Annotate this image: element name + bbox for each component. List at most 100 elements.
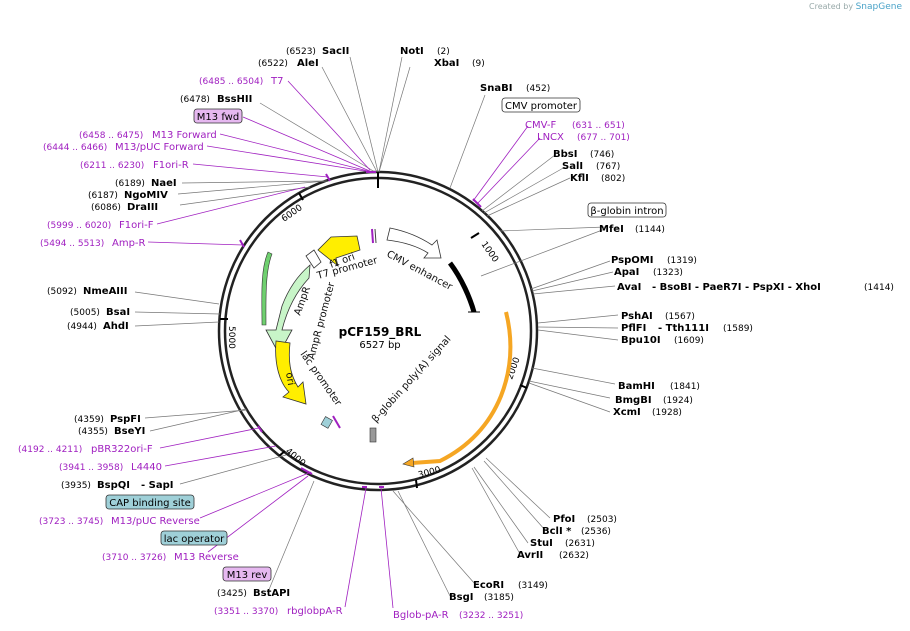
enzyme-pshai[interactable]: PshAI (1567) — [621, 311, 695, 322]
enzyme-naei[interactable]: (6189) NaeI — [115, 178, 177, 189]
enzyme-stui[interactable]: StuI (2631) — [530, 538, 595, 549]
cmv-enhancer-arrow[interactable] — [386, 227, 442, 259]
enzyme-name: PshAI — [621, 311, 653, 322]
tick-1000: 1000 — [479, 240, 500, 265]
enzyme-sali[interactable]: SalI (767) — [562, 161, 620, 172]
snapgene-credit: Created by SnapGene — [809, 2, 902, 12]
primer-cmv-f[interactable]: CMV-F (631 .. 651) — [525, 120, 625, 131]
primer-name: rbglobpA-R — [287, 606, 343, 617]
enzyme-bstapi[interactable]: (3425) BstAPI — [217, 588, 290, 599]
snapgene-logo-text: SnapGene — [855, 2, 902, 12]
enzyme-name: PflFI — [621, 323, 646, 334]
primer-pos: (677 .. 701) — [577, 133, 630, 143]
enzyme-bcli[interactable]: BclI * (2536) — [542, 526, 611, 537]
primer-bglob-pa-r[interactable]: Bglob-pA-R (3232 .. 3251) — [393, 610, 523, 621]
enzyme-pos: (2631) — [565, 539, 595, 549]
enzyme-pos: (1319) — [667, 256, 697, 266]
primer-name: M13 Forward — [152, 130, 217, 141]
cmv-promoter-bar[interactable] — [447, 261, 477, 313]
box-lac-operator[interactable]: lac operator — [160, 530, 228, 546]
primer-pos: (631 .. 651) — [572, 121, 625, 131]
enzyme-pos: (2503) — [587, 515, 617, 525]
enzyme-bsshii[interactable]: (6478) BssHII — [180, 94, 252, 105]
enzyme-pos: (6522) — [258, 59, 288, 69]
enzyme-bsgi[interactable]: BsgI (3185) — [449, 592, 514, 603]
enzyme-name: SacII — [322, 46, 349, 57]
enzyme-avrii[interactable]: AvrII (2632) — [517, 550, 589, 561]
enzyme-bsai[interactable]: (5005) BsaI — [70, 307, 130, 318]
enzyme-bseyi[interactable]: (4355) BseYI — [78, 426, 145, 437]
box-bglobin-intron[interactable]: β-globin intron — [587, 202, 667, 218]
enzyme-snabi[interactable]: SnaBI (452) — [480, 83, 550, 94]
enzyme-draiii[interactable]: (6086) DraIII — [91, 202, 158, 213]
enzyme-name: KflI — [570, 173, 589, 184]
enzyme-nmeaiii[interactable]: (5092) NmeAIII — [47, 286, 127, 297]
t7-promoter-arrow[interactable] — [305, 249, 322, 269]
primer-amp-r[interactable]: (5494 .. 5513) Amp-R — [40, 238, 146, 249]
enzyme-pos: (2632) — [559, 551, 589, 561]
box-cap-binding-site[interactable]: CAP binding site — [105, 494, 195, 510]
enzyme-name: NmeAIII — [83, 286, 127, 297]
primer-l4440[interactable]: (3941 .. 3958) L4440 — [59, 462, 162, 473]
enzyme-pos: (2536) — [581, 527, 611, 537]
enzyme-pos: (3935) — [61, 481, 91, 491]
primer-t7[interactable]: (6485 .. 6504) T7 — [199, 76, 283, 87]
primer-m13-puc-forward[interactable]: (6444 .. 6466) M13/pUC Forward — [43, 142, 204, 153]
ori-arrow[interactable] — [275, 340, 307, 405]
primer-f1ori-f[interactable]: (5999 .. 6020) F1ori-F — [47, 220, 154, 231]
enzyme-pflfi[interactable]: PflFI - Tth111I (1589) — [621, 323, 753, 334]
enzyme-bamhi[interactable]: BamHI (1841) — [618, 381, 700, 392]
enzyme-sacii[interactable]: (6523) SacII — [286, 46, 349, 57]
enzyme-bbsi[interactable]: BbsI (746) — [553, 149, 614, 160]
enzyme-pspomi[interactable]: PspOMI (1319) — [611, 255, 697, 266]
enzyme-pfoi[interactable]: PfoI (2503) — [553, 514, 617, 525]
enzyme-name: SalI — [562, 161, 583, 172]
enzyme-name: AleI — [297, 58, 319, 69]
enzyme-name: StuI — [530, 538, 553, 549]
enzyme-bspqi[interactable]: (3935) BspQI - SapI — [61, 480, 173, 491]
enzyme-mfei[interactable]: MfeI (1144) — [599, 224, 665, 235]
box-m13-rev[interactable]: M13 rev — [222, 566, 272, 582]
enzyme-alei[interactable]: (6522) AleI — [258, 58, 319, 69]
f1-ori-arrow[interactable] — [317, 235, 361, 268]
primer-lncx[interactable]: LNCX (677 .. 701) — [537, 132, 630, 143]
primer-m13-reverse[interactable]: (3710 .. 3726) M13 Reverse — [102, 552, 239, 563]
enzyme-name: NgoMIV — [124, 190, 168, 201]
enzyme-noti[interactable]: NotI (2) — [400, 46, 450, 57]
enzyme-avai[interactable]: AvaI - BsoBI - PaeR7I - PspXI - XhoI (14… — [617, 282, 894, 293]
enzyme-ahdi[interactable]: (4944) AhdI — [67, 321, 129, 332]
enzyme-pos: (6478) — [180, 95, 210, 105]
primer-pos: (3232 .. 3251) — [459, 611, 523, 621]
ampr-promoter-arrow[interactable] — [261, 251, 273, 326]
enzyme-ecori[interactable]: EcoRI (3149) — [473, 580, 548, 591]
enzyme-isoschizomers: - BsoBI - PaeR7I - PspXI - XhoI — [652, 282, 821, 293]
enzyme-xbai[interactable]: XbaI (9) — [434, 58, 485, 69]
enzyme-pspfi[interactable]: (4359) PspFI — [74, 414, 141, 425]
box-m13-fwd[interactable]: M13 fwd — [193, 108, 243, 124]
enzyme-kfli[interactable]: KflI (802) — [570, 173, 625, 184]
primer-rbglobpa-r[interactable]: (3351 .. 3370) rbglobpA-R — [214, 606, 343, 617]
enzyme-pos: (1841) — [670, 382, 700, 392]
box-cmv-promoter[interactable]: CMV promoter — [501, 97, 581, 113]
enzyme-name: NaeI — [151, 178, 177, 189]
tick-6000: 6000 — [280, 203, 305, 224]
primer-f1ori-r[interactable]: (6211 .. 6230) F1ori-R — [80, 160, 189, 171]
label-cmv-enhancer: CMV enhancer — [385, 249, 455, 293]
primer-pbr322ori-f[interactable]: (4192 .. 4211) pBR322ori-F — [18, 444, 153, 455]
primer-name: T7 — [270, 76, 283, 87]
enzyme-xcmi[interactable]: XcmI (1928) — [613, 407, 682, 418]
primer-m13-forward[interactable]: (6458 .. 6475) M13 Forward — [79, 130, 217, 141]
enzyme-bpu10i[interactable]: Bpu10I (1609) — [621, 335, 704, 346]
enzyme-bmgbi[interactable]: BmgBI (1924) — [615, 395, 693, 406]
enzyme-name: EcoRI — [473, 580, 504, 591]
primer-pos: (6458 .. 6475) — [79, 131, 143, 141]
primer-m13-puc-reverse[interactable]: (3723 .. 3745) M13/pUC Reverse — [39, 516, 200, 527]
enzyme-ngomiv[interactable]: (6187) NgoMIV — [88, 190, 168, 201]
enzyme-apai[interactable]: ApaI (1323) — [614, 267, 683, 278]
bglobin-intron-arrow[interactable] — [411, 311, 513, 465]
enzyme-pos: (452) — [526, 84, 550, 94]
enzyme-name: SnaBI — [480, 83, 512, 94]
primer-name: L4440 — [131, 462, 162, 473]
polya-signal[interactable] — [369, 427, 377, 443]
lac-operator-marks[interactable] — [320, 415, 341, 429]
